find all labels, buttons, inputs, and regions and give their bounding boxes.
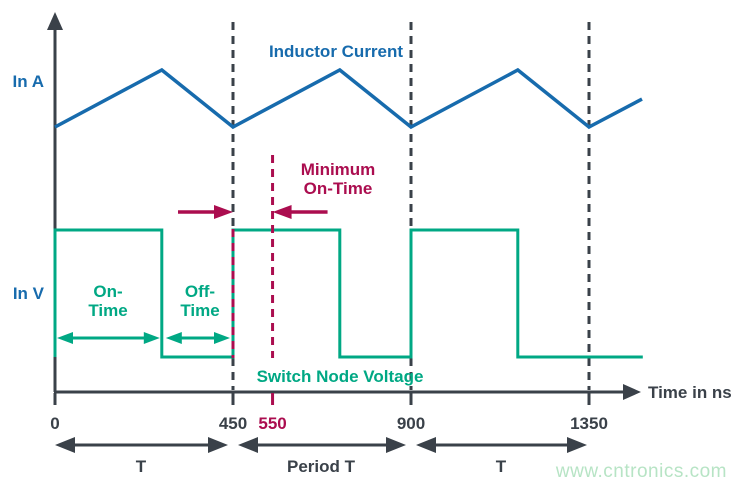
inductor-current-line [54, 67, 643, 130]
minimum-on-time-label: Minimum On-Time [301, 160, 376, 198]
on-time-label: On- Time [88, 282, 127, 320]
period-arrow-2-right-arrowhead [567, 437, 587, 453]
off-time-arrow-left-arrowhead [165, 332, 182, 344]
x-axis-arrowhead [623, 384, 641, 400]
period-arrow-0-left-arrowhead [55, 437, 75, 453]
inductor-current-label: Inductor Current [268, 42, 404, 61]
period-arrow-0-right-arrowhead [208, 437, 228, 453]
min-on-time-arrow-left-head [214, 205, 233, 219]
on-time-arrow-right-arrowhead [143, 332, 160, 344]
off-time-label-line2: Time [180, 301, 220, 320]
x-tick-label-1350: 1350 [570, 414, 608, 433]
on-time-arrow-left-arrowhead [57, 332, 73, 344]
min-on-time-arrow-right-head [272, 205, 292, 219]
off-time-label-line1: Off- [184, 282, 216, 301]
period-arrow-1-right-arrowhead [386, 437, 406, 453]
period-label-right: T [495, 457, 507, 476]
x-tick-label-450: 450 [219, 414, 247, 433]
period-arrow-1-left-arrowhead [238, 437, 258, 453]
off-time-arrow-right-arrowhead [214, 332, 230, 344]
switch-node-voltage-label: Switch Node Voltage [256, 367, 424, 386]
minimum-on-time-label-line2: On-Time [303, 179, 373, 198]
off-time-label: Off- Time [180, 282, 219, 320]
y-axis-label-voltage: In V [12, 284, 44, 303]
minimum-on-time-label-line1: Minimum [300, 160, 376, 179]
watermark: www.cntronics.com [555, 461, 727, 482]
period-arrow-2-left-arrowhead [416, 437, 436, 453]
on-time-label-line1: On- [93, 282, 123, 301]
on-time-label-line2: Time [88, 301, 128, 320]
period-label-center: Period T [286, 457, 356, 476]
x-tick-label-0: 0 [50, 414, 59, 433]
period-label-left: T [135, 457, 147, 476]
switch-node-voltage-line [53, 228, 643, 359]
x-axis-title: Time in ns [648, 383, 732, 402]
y-axis-arrowhead [47, 12, 63, 30]
x-tick-label-900: 900 [397, 414, 425, 433]
x-tick-label-550: 550 [258, 414, 286, 433]
y-axis-label-current: In A [12, 72, 44, 91]
